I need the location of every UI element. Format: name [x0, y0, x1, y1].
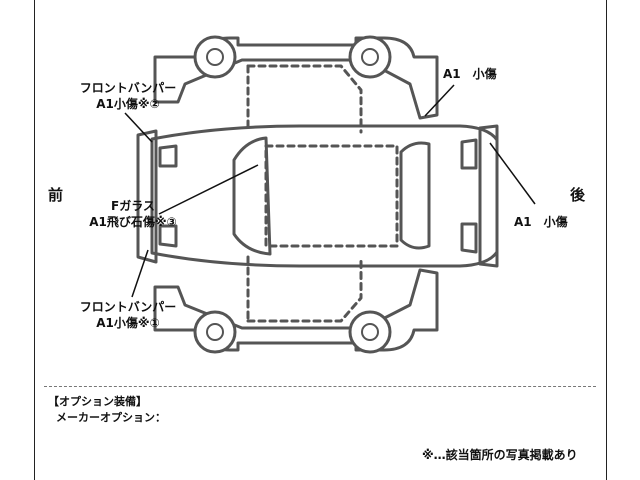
- rear-bumper: [478, 124, 499, 268]
- maker-options-label: メーカーオプション：: [56, 411, 166, 424]
- front-glass-line1: Fガラス: [111, 199, 155, 213]
- pointer-rear: [489, 142, 536, 205]
- roof-dash: [264, 144, 399, 248]
- front-bumper-lower-line2: A1小傷※①: [96, 316, 160, 330]
- pointer-glass: [158, 164, 259, 215]
- front-bumper-upper-line1: フロントバンパー: [79, 81, 177, 95]
- photo-footnote: ※…該当箇所の写真掲載あり: [422, 448, 578, 462]
- front-direction-label: 前: [48, 186, 64, 204]
- pointer-front-upper: [124, 112, 153, 143]
- headlight-upper: [158, 144, 178, 168]
- front-glass-line2: A1飛び石傷※③: [89, 215, 177, 229]
- upper-window-dash: [246, 64, 363, 134]
- section-divider: [44, 386, 596, 387]
- pointer-front-lower: [131, 249, 149, 298]
- top-right-damage-label: A1 小傷: [443, 67, 497, 81]
- headlight-lower: [158, 224, 178, 248]
- front-bumper-lower-label: フロントバンパー A1小傷※①: [72, 299, 184, 331]
- options-title: 【オプション装備】: [48, 395, 147, 408]
- rear-damage-label: A1 小傷: [514, 215, 568, 229]
- lower-window-dash: [246, 255, 363, 323]
- front-bumper-upper-line2: A1小傷※②: [96, 97, 160, 111]
- taillight-upper: [460, 138, 478, 170]
- front-bumper-lower-line1: フロントバンパー: [79, 300, 177, 314]
- rear-direction-label: 後: [570, 186, 586, 204]
- taillight-lower: [460, 222, 478, 254]
- front-glass-label: Fガラス A1飛び石傷※③: [74, 198, 192, 230]
- windshield: [232, 136, 272, 256]
- front-bumper: [136, 129, 158, 264]
- rear-window: [399, 141, 431, 250]
- front-bumper-upper-label: フロントバンパー A1小傷※②: [72, 80, 184, 112]
- left-border-line: [34, 0, 35, 480]
- pointer-top-right: [424, 84, 455, 117]
- right-border-line: [606, 0, 607, 480]
